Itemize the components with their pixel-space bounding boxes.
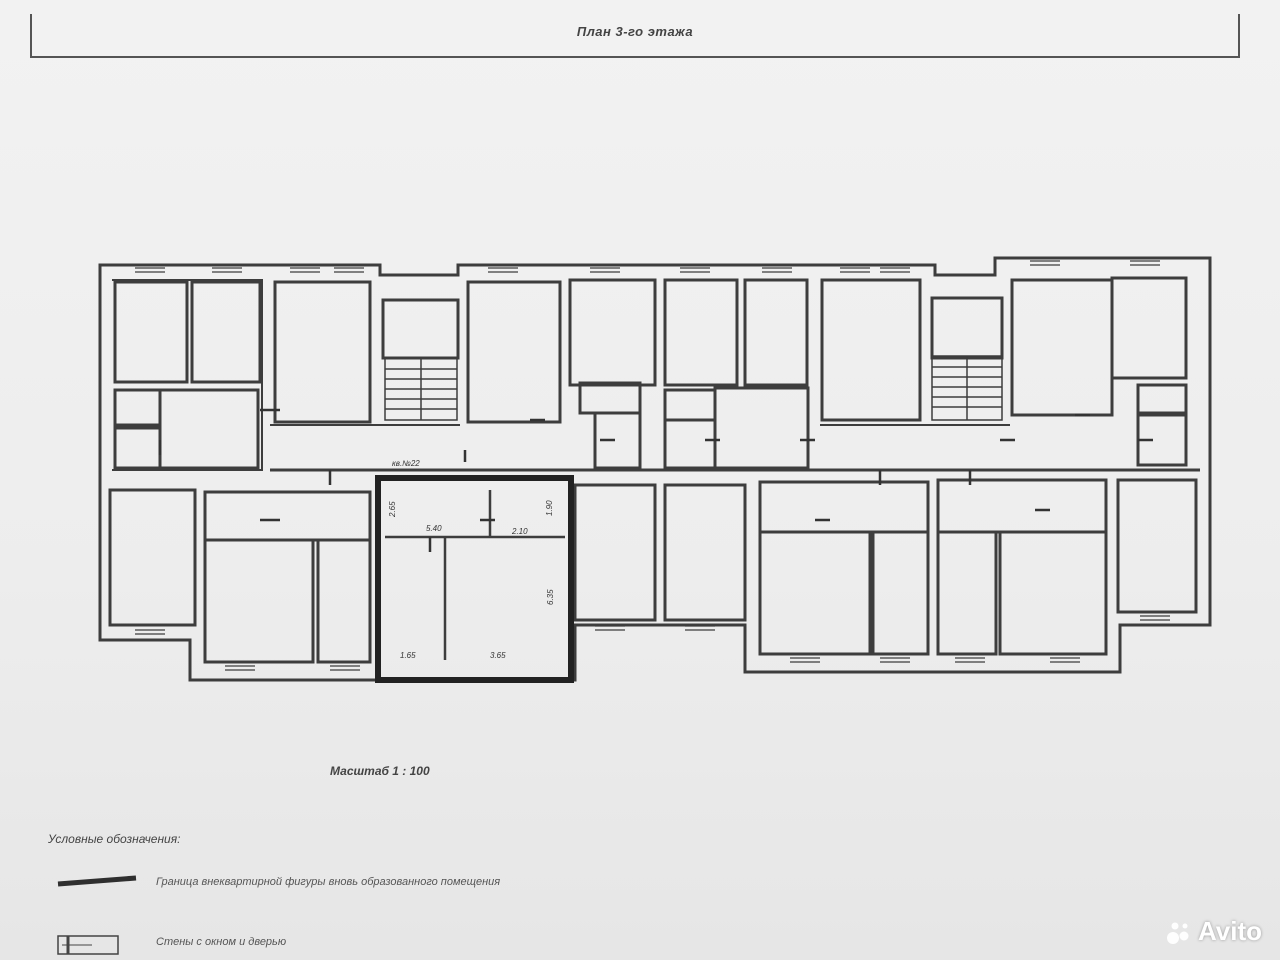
room — [663, 278, 739, 387]
dimension-label: 2.10 — [511, 527, 528, 536]
wall-door-icon — [57, 935, 119, 955]
window-mark — [1050, 657, 1080, 663]
window-mark — [488, 267, 518, 273]
avito-watermark: Avito — [1164, 916, 1262, 947]
dimension-label: 3.65 — [490, 651, 506, 660]
scale-label: Масштаб 1 : 100 — [330, 764, 430, 778]
room — [381, 298, 460, 360]
window-mark — [840, 267, 870, 273]
room — [758, 480, 930, 534]
legend-label: Граница внеквартирной фигуры вновь образ… — [156, 876, 501, 888]
room — [820, 278, 922, 422]
window-mark — [212, 267, 242, 273]
window-mark — [1140, 615, 1170, 621]
room — [113, 426, 162, 470]
room — [316, 538, 372, 664]
window-mark — [880, 267, 910, 273]
room — [113, 388, 162, 427]
dimension-label: 6.35 — [546, 589, 555, 605]
window-mark — [762, 267, 792, 273]
outer-wall — [98, 256, 1212, 682]
window-mark — [790, 657, 820, 663]
room — [1136, 383, 1188, 415]
dimension-label: 1.90 — [545, 500, 554, 516]
window-mark — [1130, 260, 1160, 266]
room — [593, 411, 642, 470]
legend-label: Стены с окном и дверью — [156, 936, 287, 948]
legend-title: Условные обозначения: — [48, 832, 181, 846]
room — [758, 530, 872, 656]
room — [573, 483, 657, 622]
window-mark — [135, 267, 165, 273]
window-mark — [685, 625, 715, 631]
apartment-boundary — [375, 475, 574, 683]
dimension-label: 1.65 — [400, 651, 416, 660]
room — [466, 280, 562, 424]
room — [936, 478, 1108, 534]
room — [1116, 478, 1198, 614]
title-block: План 3-го этажа — [30, 14, 1240, 58]
room — [568, 278, 657, 387]
room — [663, 418, 717, 470]
window-mark — [595, 625, 625, 631]
dimension-label: 2.65 — [388, 501, 397, 518]
window-mark — [590, 267, 620, 273]
boundary-line-icon — [57, 875, 137, 887]
room — [190, 280, 262, 384]
avito-logo-icon — [1166, 922, 1189, 944]
window-mark — [955, 657, 985, 663]
inner-wall — [112, 279, 263, 471]
room — [578, 381, 642, 415]
room — [1110, 276, 1188, 380]
room — [743, 278, 809, 387]
room — [203, 538, 315, 664]
room — [108, 488, 197, 627]
room — [936, 530, 998, 656]
room — [930, 296, 1004, 360]
room — [713, 386, 810, 470]
window-mark — [880, 657, 910, 663]
window-mark — [334, 267, 364, 273]
room — [663, 388, 717, 422]
window-mark — [135, 629, 165, 635]
window-mark — [330, 665, 360, 671]
sheet-title: План 3-го этажа — [576, 24, 694, 39]
window-mark — [680, 267, 710, 273]
room — [273, 280, 372, 424]
window-mark — [1030, 260, 1060, 266]
room — [871, 530, 930, 656]
room — [663, 483, 747, 622]
room — [158, 388, 260, 470]
room — [113, 280, 189, 384]
watermark-text: Avito — [1197, 916, 1262, 946]
room — [203, 490, 372, 542]
room — [998, 530, 1108, 656]
window-mark — [225, 665, 255, 671]
dimension-label: 5.40 — [426, 524, 442, 533]
apartment-label: кв.№22 — [392, 459, 420, 468]
room — [1010, 278, 1114, 417]
window-mark — [290, 267, 320, 273]
